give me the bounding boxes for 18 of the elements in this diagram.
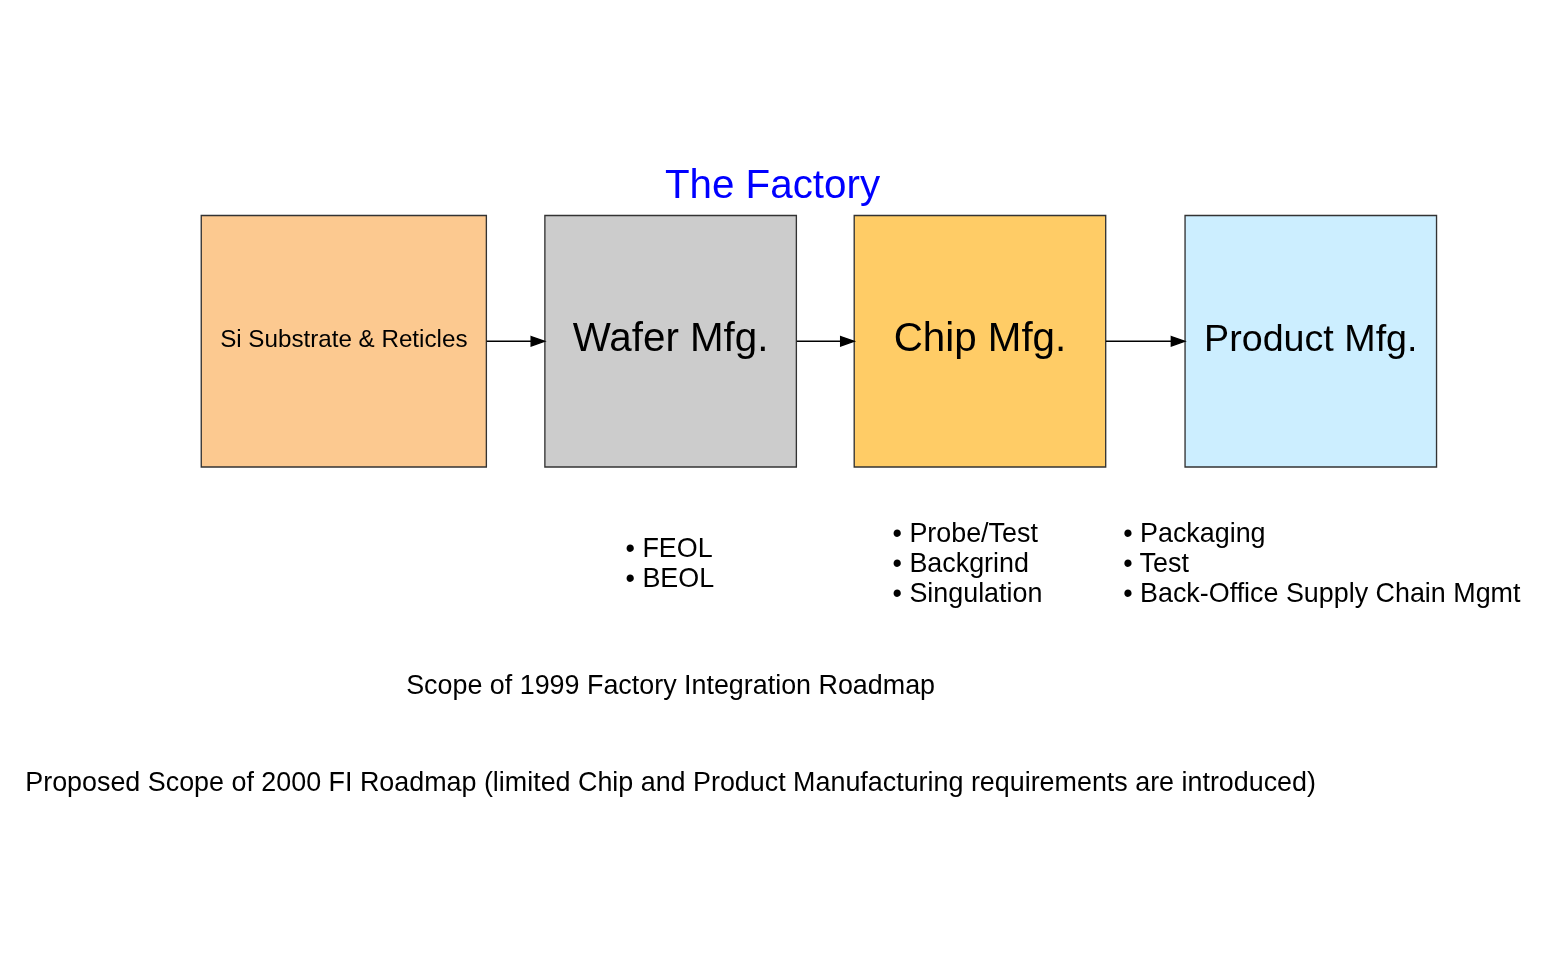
node-label: • Test [1123,547,1189,578]
node-label: • Singulation [892,577,1043,608]
node-label: • BEOL [625,562,715,593]
diagram-title: The Factory [664,161,881,208]
arrow [796,335,857,347]
label: Proposed Scope of 2000 FI Roadmap (limited Chip and Product Manufacturing requirements are introduced) [25,767,1316,798]
node-box: Product Mfg. [1184,214,1438,468]
arrow [1105,335,1187,347]
node-box: Si Substrate & Reticles [200,214,488,468]
node-box: Chip Mfg. [853,214,1107,468]
node-label: • FEOL [625,533,713,564]
node-box: Wafer Mfg. [544,214,798,468]
node-label: • Probe/Test [892,518,1038,549]
label: Scope of 1999 Factory Integration Roadmap [406,670,936,701]
arrow [486,335,547,347]
node-label: • Packaging [1123,518,1266,549]
node-label: • Backgrind [892,547,1029,578]
node-label: • Back-Office Supply Chain Mgmt [1123,577,1521,608]
